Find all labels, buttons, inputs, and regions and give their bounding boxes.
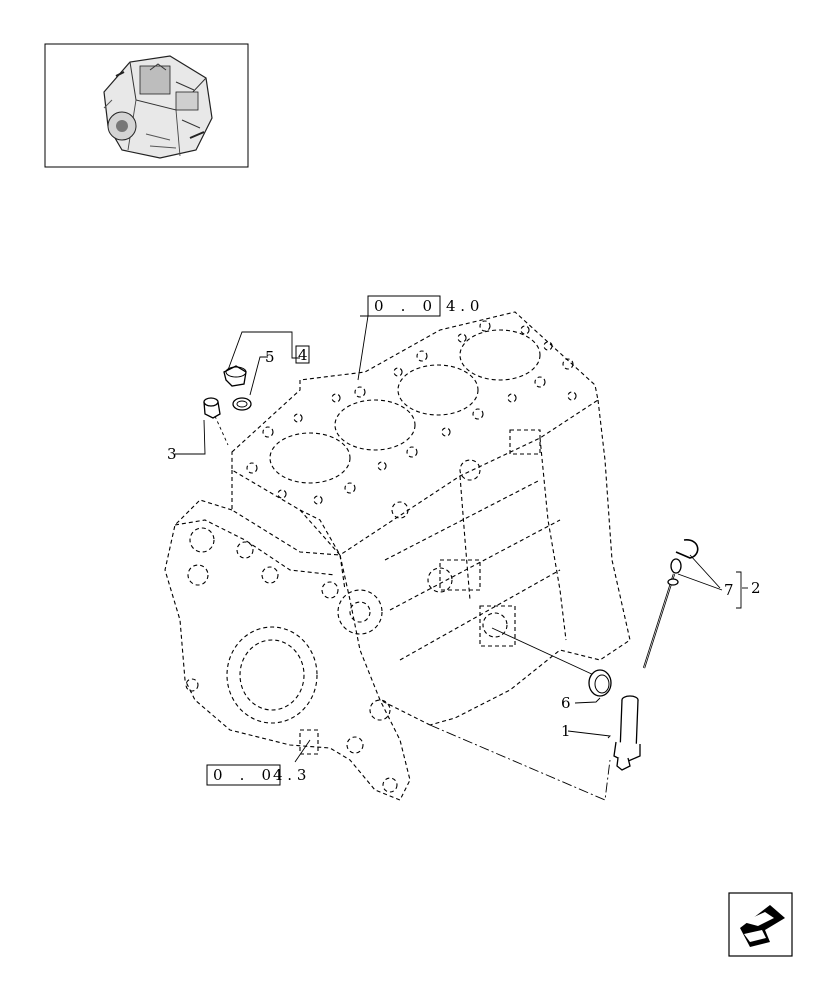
ref-label-bottom[interactable]: 0 . 0 4 . 3 — [206, 764, 306, 786]
callout-1[interactable]: 1 — [561, 722, 571, 740]
engine-thumbnail-image — [103, 55, 213, 159]
part-3-dowel[interactable] — [203, 397, 221, 419]
callout-2[interactable]: 2 — [751, 579, 761, 597]
ref-label-top[interactable]: 0 . 0 4 . 0 — [367, 295, 479, 317]
engine-thumbnail[interactable] — [44, 43, 249, 168]
ref-top-box-text: 0 . 0 — [374, 297, 432, 315]
engine-block-outline — [164, 311, 631, 801]
ref-bottom-box-text: 0 . 0 — [213, 766, 271, 784]
leader-6-to-block — [491, 627, 597, 677]
callout-3[interactable]: 3 — [167, 445, 177, 463]
arrow-back-icon — [740, 905, 785, 947]
part-7-dipstick[interactable] — [642, 539, 699, 669]
callout-6[interactable]: 6 — [561, 694, 571, 712]
part-4-washer[interactable] — [232, 397, 252, 411]
assembly-axis — [429, 724, 611, 801]
callout-4: 4 — [298, 346, 308, 364]
callout-5[interactable]: 5 — [265, 348, 275, 366]
part-6-seal-ring[interactable] — [588, 669, 612, 697]
part-1-guide-tube[interactable] — [613, 695, 641, 771]
callout-4-box[interactable]: 4 — [295, 345, 310, 364]
part-5-plug[interactable] — [223, 365, 247, 387]
ref-bottom-suffix-text: 4 . 3 — [273, 766, 306, 784]
ref-top-suffix-text: 4 . 0 — [446, 297, 479, 315]
nav-back-button[interactable] — [728, 892, 793, 957]
callout-7[interactable]: 7 — [724, 581, 734, 599]
callout-leaders — [175, 315, 748, 763]
